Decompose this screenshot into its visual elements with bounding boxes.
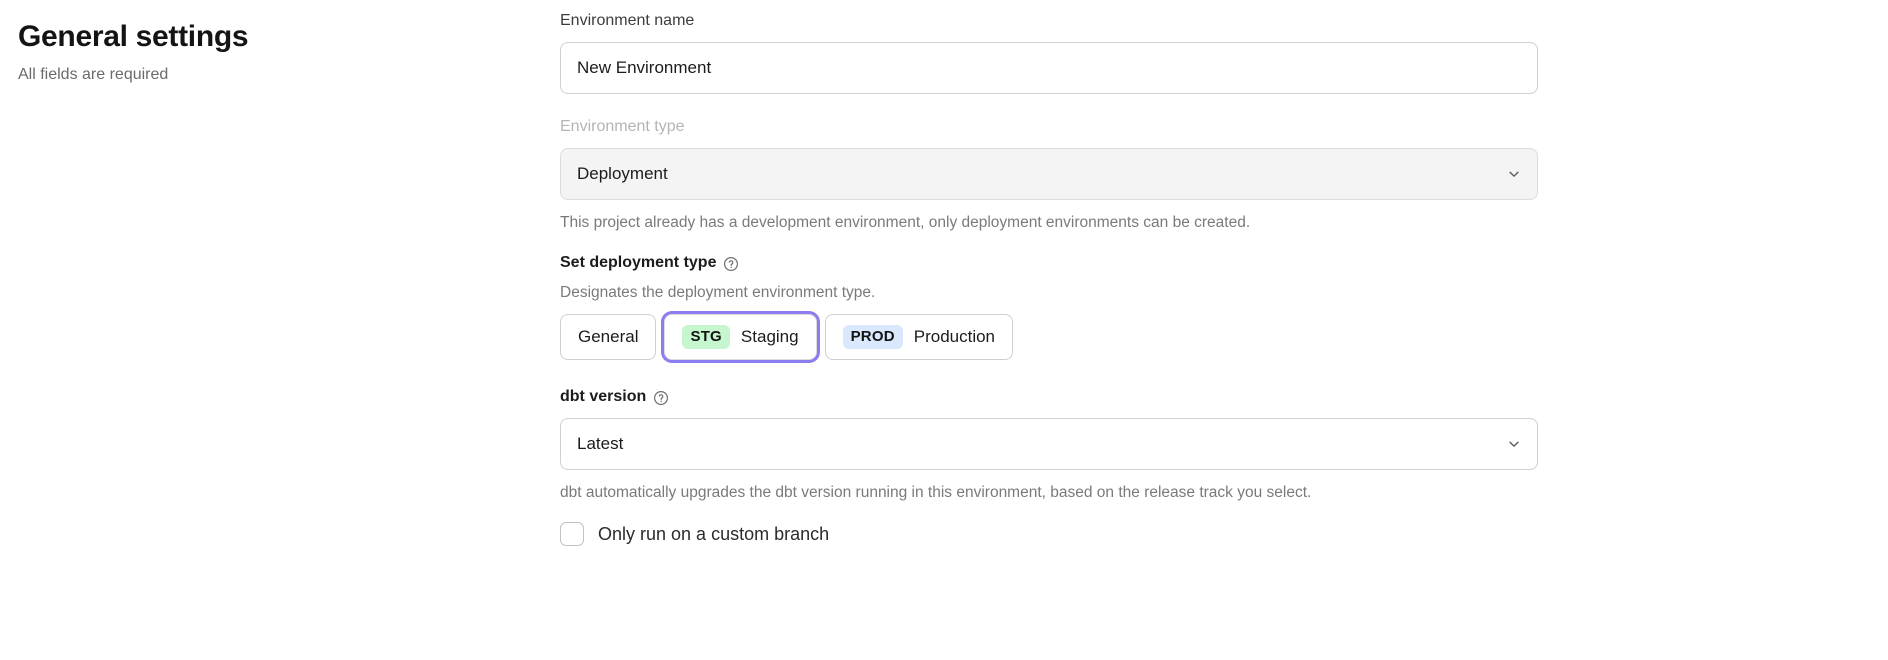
deployment-type-option-staging-label: Staging [740,327,799,346]
deployment-type-options: General STG Staging PROD Production [560,314,1538,360]
settings-form: Environment name New Environment Environ… [560,10,1538,546]
deployment-type-field: Set deployment type Designates the deplo… [560,252,1538,360]
dbt-version-value: Latest [577,434,624,453]
deployment-type-option-staging[interactable]: STG Staging [664,314,817,360]
deployment-type-label: Set deployment type [560,254,717,271]
help-circle-icon[interactable] [653,390,669,406]
deployment-type-option-general-label: General [578,327,639,346]
environment-type-select[interactable]: Deployment [560,148,1538,200]
environment-name-label: Environment name [560,12,695,29]
custom-branch-field[interactable]: Only run on a custom branch [560,522,1538,546]
dbt-version-helper: dbt automatically upgrades the dbt versi… [560,484,1312,501]
deployment-type-option-production-label: Production [913,327,996,346]
dbt-version-label: dbt version [560,388,647,405]
custom-branch-checkbox[interactable] [560,522,584,546]
page-subtitle: All fields are required [18,66,169,83]
deployment-type-option-general[interactable]: General [560,314,657,360]
page-title: General settings [18,20,249,53]
environment-name-input[interactable]: New Environment [560,42,1538,94]
staging-badge: STG [682,325,730,349]
custom-branch-label: Only run on a custom branch [598,523,830,544]
chevron-down-icon [1507,437,1521,451]
chevron-down-icon [1507,167,1521,181]
help-circle-icon[interactable] [723,256,739,272]
deployment-type-option-production[interactable]: PROD Production [824,314,1014,360]
deployment-type-label-row: Set deployment type [560,252,739,274]
production-badge: PROD [842,325,903,349]
environment-type-value: Deployment [577,164,668,183]
settings-header: General settings All fields are required [18,18,518,86]
dbt-version-select[interactable]: Latest [560,418,1538,470]
dbt-version-label-row: dbt version [560,386,669,408]
environment-type-field: Environment type Deployment This project… [560,116,1538,234]
environment-name-field: Environment name New Environment [560,10,1538,94]
environment-type-label: Environment type [560,118,685,135]
dbt-version-field: dbt version Latest dbt automatica [560,386,1538,504]
deployment-type-helper: Designates the deployment environment ty… [560,284,876,301]
environment-name-value: New Environment [577,58,712,77]
environment-type-helper: This project already has a development e… [560,214,1251,231]
